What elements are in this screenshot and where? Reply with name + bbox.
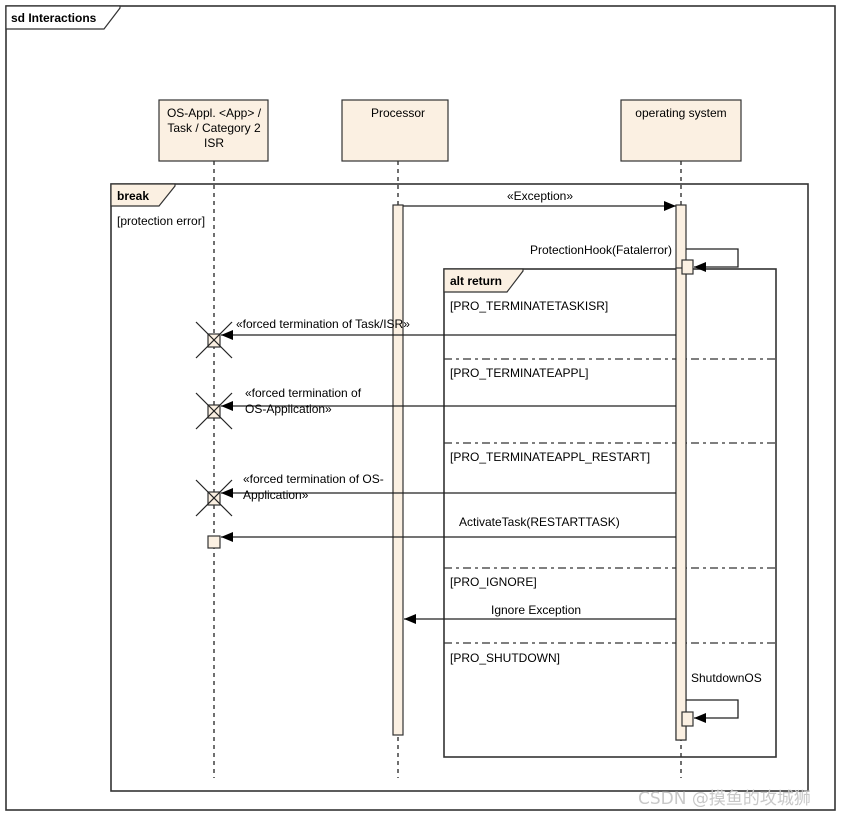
message-shutdownos-arrow	[686, 699, 739, 723]
message-ignore-exception-label: Ignore Exception	[491, 603, 581, 617]
break-fragment[interactable]: break [protection error]	[110, 183, 809, 792]
sd-frame-tab	[5, 5, 121, 30]
message-activatetask[interactable]: ActivateTask(RESTARTTASK)	[207, 515, 676, 549]
message-protectionhook-label: ProtectionHook(Fatalerror)	[530, 243, 672, 257]
message-exception-label: «Exception»	[507, 189, 573, 203]
message-forced-termination-appl-label-2: OS-Application»	[245, 402, 332, 416]
lifeline-app-label-2: Task / Category 2	[167, 121, 261, 135]
alt-guard-terminateappl-restart: [PRO_TERMINATEAPPL_RESTART]	[450, 450, 650, 464]
sd-frame-title: sd Interactions	[11, 11, 97, 25]
activation-processor	[392, 204, 404, 736]
message-protectionhook-arrow	[686, 248, 739, 272]
lifeline-app[interactable]: OS-Appl. <App> / Task / Category 2 ISR	[158, 99, 269, 778]
message-forced-termination-appl-restart-label-2: Application»	[243, 488, 309, 502]
message-forced-termination-task[interactable]: «forced termination of Task/ISR»	[195, 317, 676, 359]
message-activatetask-label: ActivateTask(RESTARTTASK)	[459, 515, 620, 529]
message-forced-termination-appl-restart[interactable]: «forced termination of OS- Application»	[195, 472, 676, 517]
message-shutdownos[interactable]: ShutdownOS	[681, 671, 762, 727]
message-exception[interactable]: «Exception»	[403, 189, 676, 211]
message-forced-termination-appl-restart-label-1: «forced termination of OS-	[243, 472, 384, 486]
destruction-x-icon	[195, 321, 233, 359]
break-guard: [protection error]	[117, 214, 205, 228]
lifeline-os-label: operating system	[635, 106, 726, 120]
alt-fragment[interactable]: alt return [PRO_TERMINATETASKISR] [PRO_T…	[443, 268, 777, 758]
alt-fragment-tab	[443, 268, 524, 293]
activation-os-overlay	[675, 267, 687, 741]
alt-keyword: alt return	[450, 274, 502, 288]
activation-os-nested-1	[681, 259, 694, 275]
alt-guard-terminatetaskisr: [PRO_TERMINATETASKISR]	[450, 299, 608, 313]
lifeline-head-os[interactable]	[620, 99, 742, 162]
alt-guard-shutdown: [PRO_SHUTDOWN]	[450, 651, 560, 665]
sd-frame: sd Interactions	[5, 5, 836, 811]
break-fragment-tab	[110, 183, 176, 207]
alt-guard-ignore: [PRO_IGNORE]	[450, 575, 537, 589]
activation-os-nested-2	[681, 711, 694, 727]
destruction-x-icon	[195, 392, 233, 430]
activation-app-restart	[207, 535, 221, 549]
message-forced-termination-appl-label-1: «forced termination of	[245, 386, 362, 400]
destruction-x-icon	[195, 479, 233, 517]
message-protectionhook[interactable]: ProtectionHook(Fatalerror)	[530, 243, 739, 275]
lifeline-processor-label: Processor	[371, 106, 425, 120]
lifeline-app-label-1: OS-Appl. <App> /	[167, 106, 262, 120]
message-shutdownos-label: ShutdownOS	[691, 671, 762, 685]
message-forced-termination-appl[interactable]: «forced termination of OS-Application»	[195, 386, 676, 430]
message-forced-termination-task-label: «forced termination of Task/ISR»	[236, 317, 410, 331]
lifeline-app-label-3: ISR	[204, 136, 224, 150]
lifeline-head-app[interactable]	[158, 99, 269, 162]
break-keyword: break	[117, 189, 149, 203]
watermark: CSDN @摸鱼的攻城狮	[638, 789, 811, 809]
message-ignore-exception[interactable]: Ignore Exception	[404, 603, 676, 624]
lifeline-head-processor[interactable]	[341, 99, 449, 162]
alt-guard-terminateappl: [PRO_TERMINATEAPPL]	[450, 366, 588, 380]
